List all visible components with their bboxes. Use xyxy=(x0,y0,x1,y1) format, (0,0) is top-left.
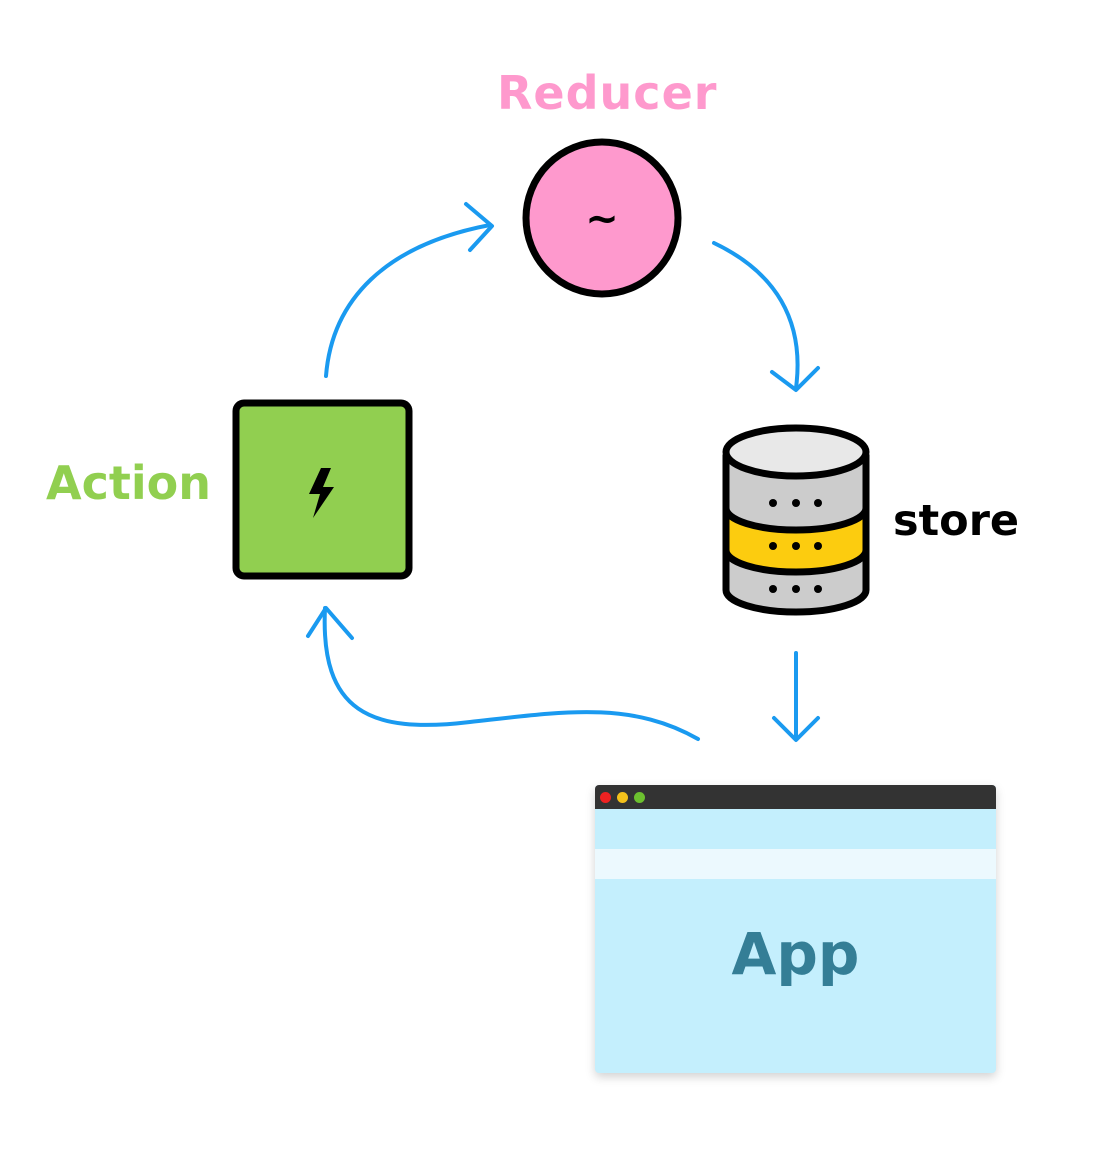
window-titlebar xyxy=(595,785,996,809)
database-icon xyxy=(722,424,870,616)
arrow-store-to-app xyxy=(772,651,820,742)
arrow-reducer-to-store xyxy=(712,241,820,392)
reducer-node: ~ xyxy=(522,138,682,298)
maximize-dot-icon xyxy=(634,792,645,803)
lightning-bolt-icon xyxy=(309,468,334,518)
window-header-strip xyxy=(595,849,996,879)
arrow-app-to-action xyxy=(306,606,700,741)
reducer-symbol: ~ xyxy=(585,196,619,242)
store-label: store xyxy=(893,496,1020,546)
arrow-action-to-reducer xyxy=(324,202,494,378)
action-label: Action xyxy=(46,456,211,510)
app-label: App xyxy=(731,920,860,988)
app-window: App xyxy=(595,785,996,1073)
close-dot-icon xyxy=(600,792,611,803)
minimize-dot-icon xyxy=(617,792,628,803)
reducer-label: Reducer xyxy=(497,66,718,120)
action-node xyxy=(232,399,413,580)
